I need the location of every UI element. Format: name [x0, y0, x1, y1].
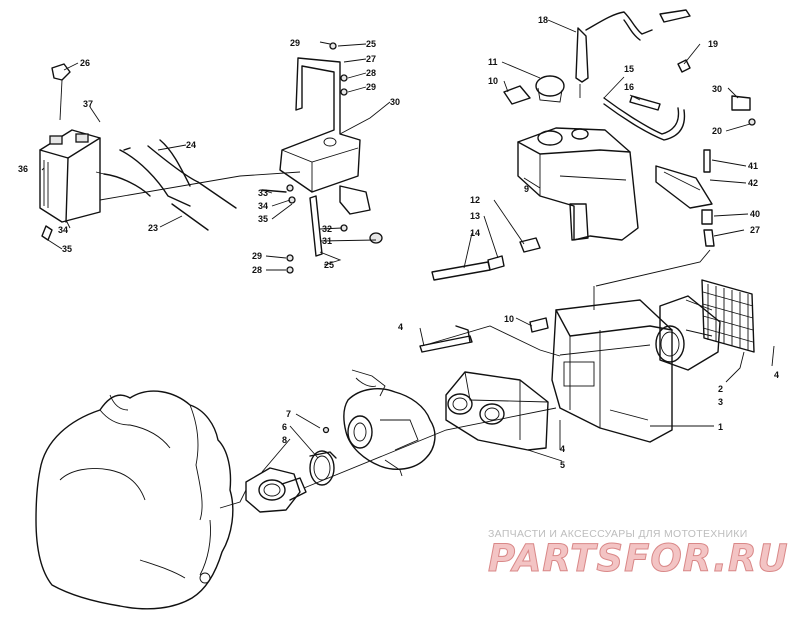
callout-label: 29 [366, 82, 376, 92]
callout-label: 4 [774, 370, 779, 380]
hose-fitting [677, 59, 756, 126]
callout-label: 4 [560, 444, 565, 454]
callout-label: 3 [718, 397, 723, 407]
filler-neck [575, 9, 691, 98]
callout-label: 23 [148, 223, 158, 233]
callout-label: 18 [538, 15, 548, 25]
callout-label: 35 [258, 214, 268, 224]
callout-label: 10 [488, 76, 498, 86]
callout-label: 25 [324, 260, 334, 270]
callout-label: 40 [750, 209, 760, 219]
pump-bracket [655, 149, 715, 247]
callout-numbers: 26 37 36 34 35 24 23 29 25 27 28 29 30 3… [18, 15, 779, 470]
callout-label: 28 [366, 68, 376, 78]
callout-label: 13 [470, 211, 480, 221]
hose-clamp [309, 426, 337, 486]
callout-label: 24 [186, 140, 196, 150]
callout-label: 25 [366, 39, 376, 49]
callout-label: 14 [470, 228, 480, 238]
engine-outline [35, 390, 234, 610]
callout-label: 4 [398, 322, 403, 332]
callout-label: 29 [290, 38, 300, 48]
oil-tank [503, 75, 639, 241]
callout-label: 2 [718, 384, 723, 394]
callout-label: 35 [62, 244, 72, 254]
intake-screen [655, 279, 755, 371]
battery [39, 63, 101, 241]
callout-label: 37 [83, 99, 93, 109]
callout-label: 42 [748, 178, 758, 188]
callout-label: 27 [366, 54, 376, 64]
callout-label: 34 [258, 201, 268, 211]
intake-flange [245, 467, 307, 513]
callout-label: 9 [524, 184, 529, 194]
callout-label: 31 [322, 236, 332, 246]
callout-label: 41 [748, 161, 758, 171]
intake-boot [445, 371, 549, 451]
oil-hoses [603, 95, 686, 141]
callout-label: 30 [712, 84, 722, 94]
air-silencer [551, 299, 673, 443]
battery-bracket [279, 42, 371, 215]
watermark-logo: PARTSFOR.RU [488, 537, 789, 580]
callout-label: 26 [80, 58, 90, 68]
drain-fitting [431, 237, 541, 281]
callout-label: 8 [282, 435, 287, 445]
battery-cables [95, 139, 237, 231]
callout-label: 27 [750, 225, 760, 235]
callout-label: 1 [718, 422, 723, 432]
callout-label: 36 [18, 164, 28, 174]
callout-label: 29 [252, 251, 262, 261]
callout-label: 7 [286, 409, 291, 419]
callout-label: 32 [322, 224, 332, 234]
callout-label: 16 [624, 82, 634, 92]
callout-label: 10 [504, 314, 514, 324]
callout-label: 28 [252, 265, 262, 275]
callout-label: 34 [58, 225, 68, 235]
callout-label: 19 [708, 39, 718, 49]
callout-label: 6 [282, 422, 287, 432]
leader-lines [41, 19, 775, 509]
callout-label: 5 [560, 460, 565, 470]
bolt-assembly [419, 317, 549, 353]
callout-label: 20 [712, 126, 722, 136]
watermark-tagline: ЗАПЧАСТИ И АКСЕССУАРЫ ДЛЯ МОТОТЕХНИКИ [488, 528, 748, 540]
callout-label: 12 [470, 195, 480, 205]
carburetor [343, 369, 436, 477]
callout-label: 15 [624, 64, 634, 74]
callout-label: 33 [258, 188, 268, 198]
callout-label: 30 [390, 97, 400, 107]
callout-label: 11 [488, 57, 498, 67]
